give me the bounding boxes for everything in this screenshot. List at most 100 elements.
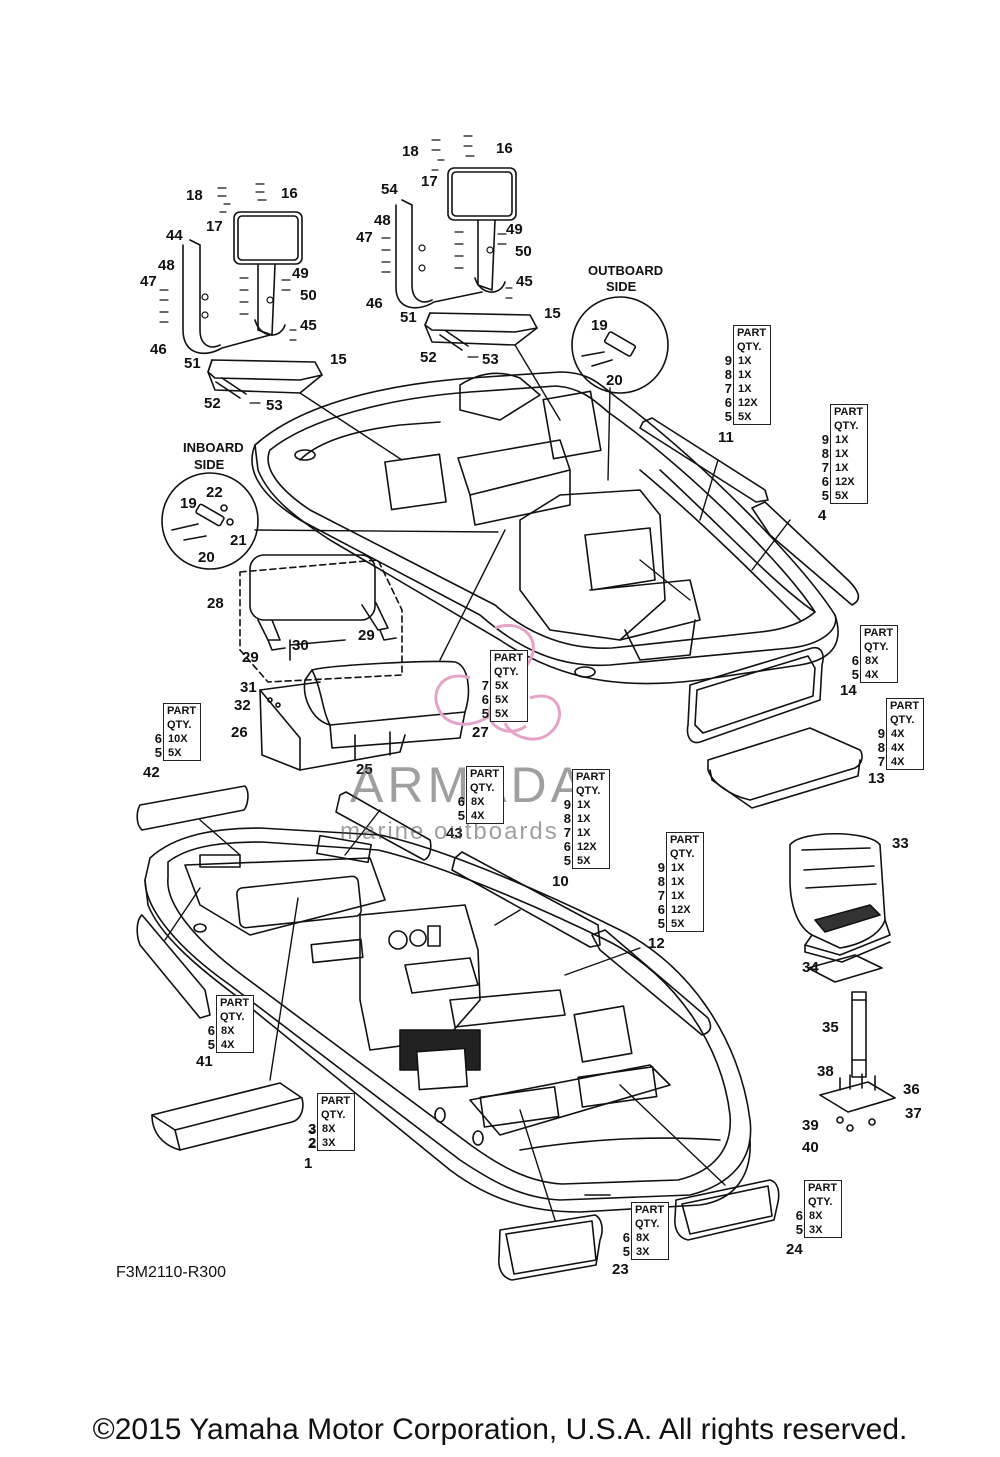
qty-header: QTY. (834, 420, 859, 432)
qty-header: PART (576, 771, 606, 783)
qty-value: 5X (671, 918, 685, 930)
callout-16b: 16 (496, 140, 513, 157)
callout-49a: 49 (292, 265, 309, 282)
qty-header: PART (864, 627, 894, 639)
qty-value: 8X (865, 655, 879, 667)
seat-cushion-15-right (424, 312, 538, 346)
qty-part-number: 8 (724, 367, 732, 382)
qty-value: 5X (495, 708, 509, 720)
outboard-side-label-1: OUTBOARD (588, 263, 663, 278)
callout-40: 40 (802, 1139, 819, 1156)
cushion-23 (498, 1214, 603, 1281)
qty-part-number: 6 (657, 902, 665, 917)
qty-value: 1X (835, 434, 849, 446)
qty-header: PART (321, 1095, 351, 1107)
qty-part-number: 5 (795, 1222, 803, 1237)
qty-part-number: 5 (622, 1244, 630, 1259)
callout-31: 31 (240, 679, 257, 696)
callout-49b: 49 (506, 221, 523, 238)
rod-52-left (215, 377, 247, 399)
qty-value: 1X (577, 799, 591, 811)
qty-row: 8 1X (725, 368, 770, 382)
callout-32: 32 (234, 697, 251, 714)
outboard-side-inset (571, 296, 669, 394)
callout-51a: 51 (184, 355, 201, 372)
callout-50a: 50 (300, 287, 317, 304)
qty-header: QTY. (890, 714, 915, 726)
callout-36: 36 (903, 1081, 920, 1098)
qty-value: 1X (835, 462, 849, 474)
pad-42 (136, 785, 249, 831)
cushion-13 (707, 727, 863, 809)
qty-part-number: 6 (622, 1230, 630, 1245)
callout-45b: 45 (516, 273, 533, 290)
callout-20b: 20 (198, 549, 215, 566)
callout-13: 13 (868, 770, 885, 787)
callout-48a: 48 (158, 257, 175, 274)
qty-part-number: 6 (457, 794, 465, 809)
cushion-24 (674, 1179, 780, 1241)
qty-value: 8X (636, 1232, 650, 1244)
pedestal-seat (789, 833, 896, 1132)
qty-part-number: 2 (308, 1135, 316, 1150)
qty-value: 8X (221, 1025, 235, 1037)
qty-row: 9 1X (822, 433, 867, 447)
callout-15a: 15 (330, 351, 347, 368)
callout-26: 26 (231, 724, 248, 741)
cushion-1 (151, 1082, 304, 1151)
inboard-side-label-1: INBOARD (183, 440, 244, 455)
backrest-right (395, 167, 517, 309)
inboard-side-inset (161, 472, 259, 570)
callout-44: 44 (166, 227, 183, 244)
cushion-14 (686, 646, 824, 744)
qty-header: QTY. (635, 1218, 660, 1230)
callout-27: 27 (472, 724, 489, 741)
callout-45a: 45 (300, 317, 317, 334)
qty-value: 5X (738, 411, 752, 423)
qty-part-number: 6 (154, 731, 162, 746)
qty-value: 1X (577, 827, 591, 839)
qty-part-number: 9 (821, 432, 829, 447)
qty-value: 4X (891, 742, 905, 754)
qty-part-number: 8 (563, 811, 571, 826)
qty-value: 1X (738, 369, 752, 381)
qty-part-number: 7 (657, 888, 665, 903)
callout-29a: 29 (242, 649, 259, 666)
qty-part-number: 7 (877, 754, 885, 769)
qty-header: QTY. (576, 785, 601, 797)
qty-value: 10X (168, 733, 188, 745)
qty-value: 5X (168, 747, 182, 759)
qty-part-number: 7 (481, 678, 489, 693)
callout-20a: 20 (606, 372, 623, 389)
pad-43 (335, 791, 432, 861)
rear-bench-backrest (239, 554, 403, 683)
callout-47b: 47 (356, 229, 373, 246)
pad-41 (136, 914, 211, 1019)
qty-part-number: 7 (724, 381, 732, 396)
